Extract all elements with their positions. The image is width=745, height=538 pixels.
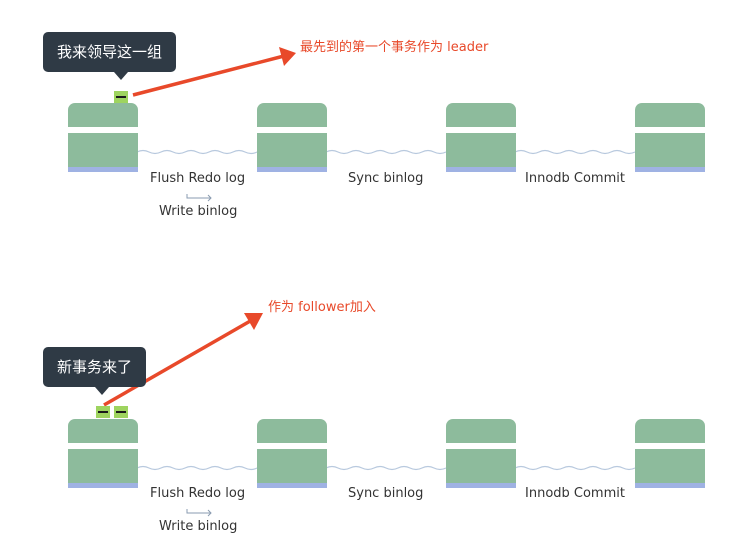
stage-base bbox=[635, 483, 705, 488]
stage-top bbox=[257, 103, 327, 127]
stage-block-4 bbox=[635, 103, 705, 213]
stage-base bbox=[68, 167, 138, 172]
step-label-commit: Innodb Commit bbox=[525, 171, 625, 186]
wavy-connector bbox=[514, 465, 636, 471]
stage-base bbox=[635, 167, 705, 172]
step-label-flush: Flush Redo log bbox=[150, 171, 246, 186]
wavy-connector bbox=[325, 465, 447, 471]
stage-body bbox=[257, 449, 327, 483]
follower-transaction bbox=[96, 406, 110, 418]
sub-step-arrow-icon bbox=[207, 509, 212, 517]
stage-top bbox=[68, 103, 138, 127]
stage-body bbox=[257, 133, 327, 167]
follower-arrow bbox=[103, 318, 253, 407]
stage-block-4 bbox=[635, 419, 705, 529]
stage-block-3 bbox=[446, 419, 516, 529]
stage-body bbox=[68, 133, 138, 167]
stage-body bbox=[635, 449, 705, 483]
stage-block-1 bbox=[68, 419, 138, 529]
leader-arrowhead bbox=[279, 47, 296, 66]
step-label-sync: Sync binlog bbox=[348, 171, 424, 186]
sub-step-arrow-icon bbox=[186, 194, 211, 199]
stage-top bbox=[68, 419, 138, 443]
leader-arrow bbox=[132, 54, 285, 97]
tooltip-text: 新事务来了 bbox=[57, 358, 133, 376]
stage-body bbox=[68, 449, 138, 483]
stage-base bbox=[446, 483, 516, 488]
stage-top bbox=[446, 103, 516, 127]
step-label-flush: Flush Redo log bbox=[150, 486, 246, 501]
stage-block-3 bbox=[446, 103, 516, 213]
stage-top bbox=[446, 419, 516, 443]
stage-top bbox=[635, 103, 705, 127]
stage-body bbox=[635, 133, 705, 167]
sub-step-arrow-icon bbox=[207, 194, 212, 202]
stage-base bbox=[68, 483, 138, 488]
stage-block-2 bbox=[257, 419, 327, 529]
stage-body bbox=[446, 133, 516, 167]
leader-transaction bbox=[114, 406, 128, 418]
stage-base bbox=[257, 483, 327, 488]
leader-transaction bbox=[114, 91, 128, 103]
leader-annotation: 最先到的第一个事务作为 leader bbox=[300, 40, 489, 55]
stage-body bbox=[446, 449, 516, 483]
wavy-connector bbox=[325, 149, 447, 155]
sub-step-arrow-icon bbox=[186, 509, 211, 514]
follower-annotation: 作为 follower加入 bbox=[268, 300, 376, 315]
wavy-connector bbox=[136, 149, 258, 155]
tooltip-tail bbox=[114, 72, 128, 80]
wavy-connector bbox=[136, 465, 258, 471]
wavy-connector bbox=[514, 149, 636, 155]
stage-base bbox=[446, 167, 516, 172]
sub-step-label: Write binlog bbox=[159, 519, 238, 534]
new-transaction-tooltip: 新事务来了 bbox=[43, 347, 147, 395]
leader-tooltip: 我来领导这一组 bbox=[43, 32, 177, 80]
stage-base bbox=[257, 167, 327, 172]
tooltip-text: 我来领导这一组 bbox=[57, 43, 163, 61]
stage-top bbox=[635, 419, 705, 443]
stage-block-1 bbox=[68, 103, 138, 213]
follower-arrowhead bbox=[244, 313, 263, 330]
stage-block-2 bbox=[257, 103, 327, 213]
step-label-commit: Innodb Commit bbox=[525, 486, 625, 501]
tooltip-tail bbox=[95, 387, 109, 395]
stage-top bbox=[257, 419, 327, 443]
step-label-sync: Sync binlog bbox=[348, 486, 424, 501]
sub-step-label: Write binlog bbox=[159, 204, 238, 219]
